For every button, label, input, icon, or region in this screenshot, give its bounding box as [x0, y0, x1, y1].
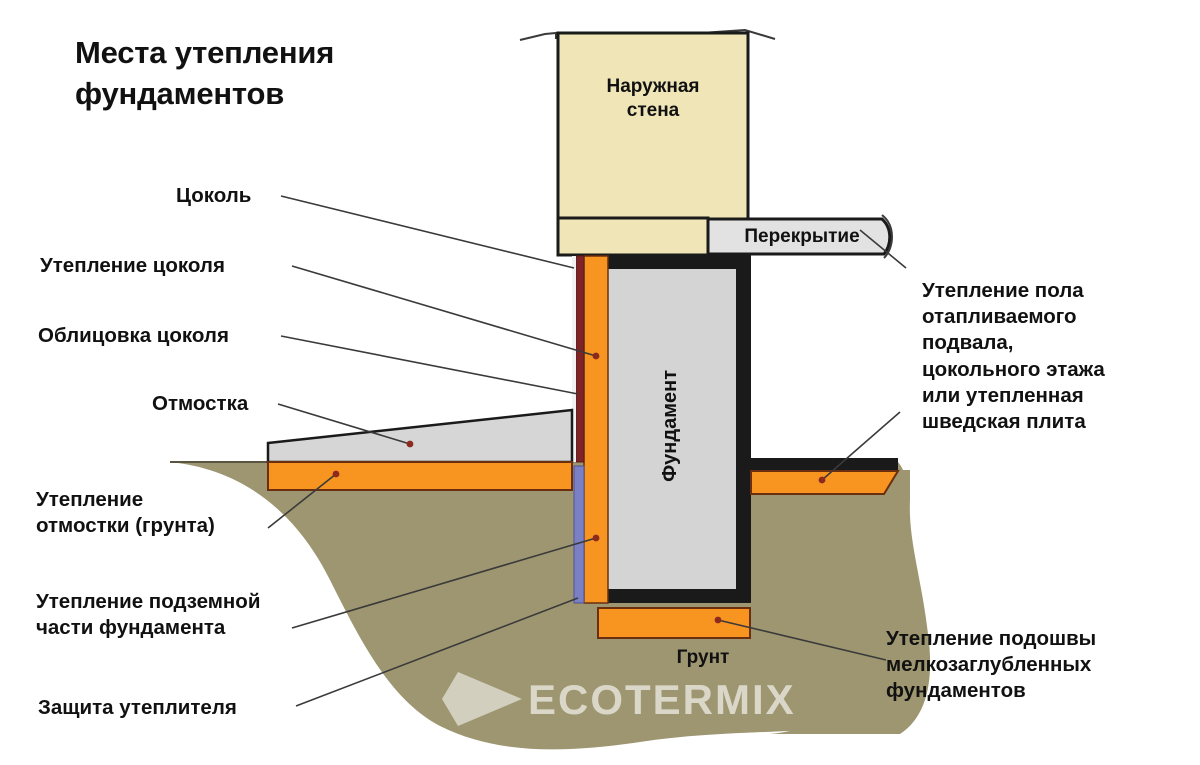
blind-area-wedge — [266, 408, 574, 464]
leader-basement-floor — [859, 229, 907, 269]
floor-slab-torn-edge — [881, 214, 893, 259]
foundation-core — [604, 267, 738, 591]
leader-dot-blind-insulation — [332, 470, 340, 478]
leader-plinth-cladding — [280, 335, 579, 395]
label-plinth-cladding: Облицовка цоколя — [38, 324, 229, 347]
plinth-cladding-strip — [575, 255, 585, 463]
leader-dot-swedish-plate — [818, 476, 826, 484]
leader-plinth-insulation — [291, 265, 597, 357]
leader-swedish-plate — [821, 411, 901, 481]
page-title: Места утепления фундаментов — [75, 32, 475, 114]
footing-insulation-strip — [597, 607, 751, 639]
leader-blind-area — [277, 403, 411, 445]
label-plinth: Цоколь — [176, 184, 252, 207]
basement-floor-slab — [751, 458, 898, 471]
label-plinth-insulation: Утепление цоколя — [40, 254, 225, 277]
star-arrow-icon — [442, 672, 522, 726]
leader-protection — [295, 597, 579, 707]
label-insulation-protection: Защита утеплителя — [38, 696, 237, 719]
floor-slab-band — [706, 217, 892, 256]
label-blind-area: Отмостка — [152, 392, 249, 415]
leader-plinth — [280, 195, 575, 269]
leader-footing — [717, 619, 887, 661]
vertical-insulation-strip — [583, 255, 609, 604]
leader-dot-plinth-insulation — [592, 352, 600, 360]
soil-right-lobe — [770, 470, 931, 734]
leader-dot-underground — [592, 534, 600, 542]
leader-lines-left — [267, 195, 597, 707]
plinth-gap-line — [572, 256, 576, 462]
leader-dots-right — [714, 476, 826, 624]
leader-blind-insulation — [267, 473, 337, 529]
label-foundation: Фундамент — [659, 370, 681, 482]
blind-area-insulation-strip — [267, 461, 573, 491]
leader-dot-blind-area — [406, 440, 414, 448]
label-basement-floor-insulation: Утепление пола отапливаемого подвала, цо… — [922, 279, 1105, 434]
leader-dot-footing — [714, 616, 722, 624]
basement-floor-insulation-strip — [750, 470, 900, 495]
label-blind-area-insulation: Утепление отмостки (грунта) — [36, 488, 215, 538]
label-floor-slab: Перекрытие — [744, 226, 860, 247]
watermark-text: ECOTERMIX — [528, 676, 796, 723]
outer-wall-step — [556, 216, 710, 257]
page-title-line2: фундаментов — [75, 76, 285, 112]
leader-lines-right — [717, 229, 907, 661]
page-title-line1: Места утепления — [75, 35, 335, 70]
leader-underground — [291, 537, 597, 629]
insulation-protection-strip — [573, 465, 585, 604]
label-underground-insulation: Утепление подземной части фундамента — [36, 590, 261, 640]
label-outer-wall: Наружная стена — [606, 76, 700, 122]
leader-dots-left — [332, 352, 600, 542]
label-footing-insulation: Утепление подошвы мелкозаглубленных фунд… — [886, 627, 1097, 703]
label-soil: Грунт — [676, 647, 730, 668]
